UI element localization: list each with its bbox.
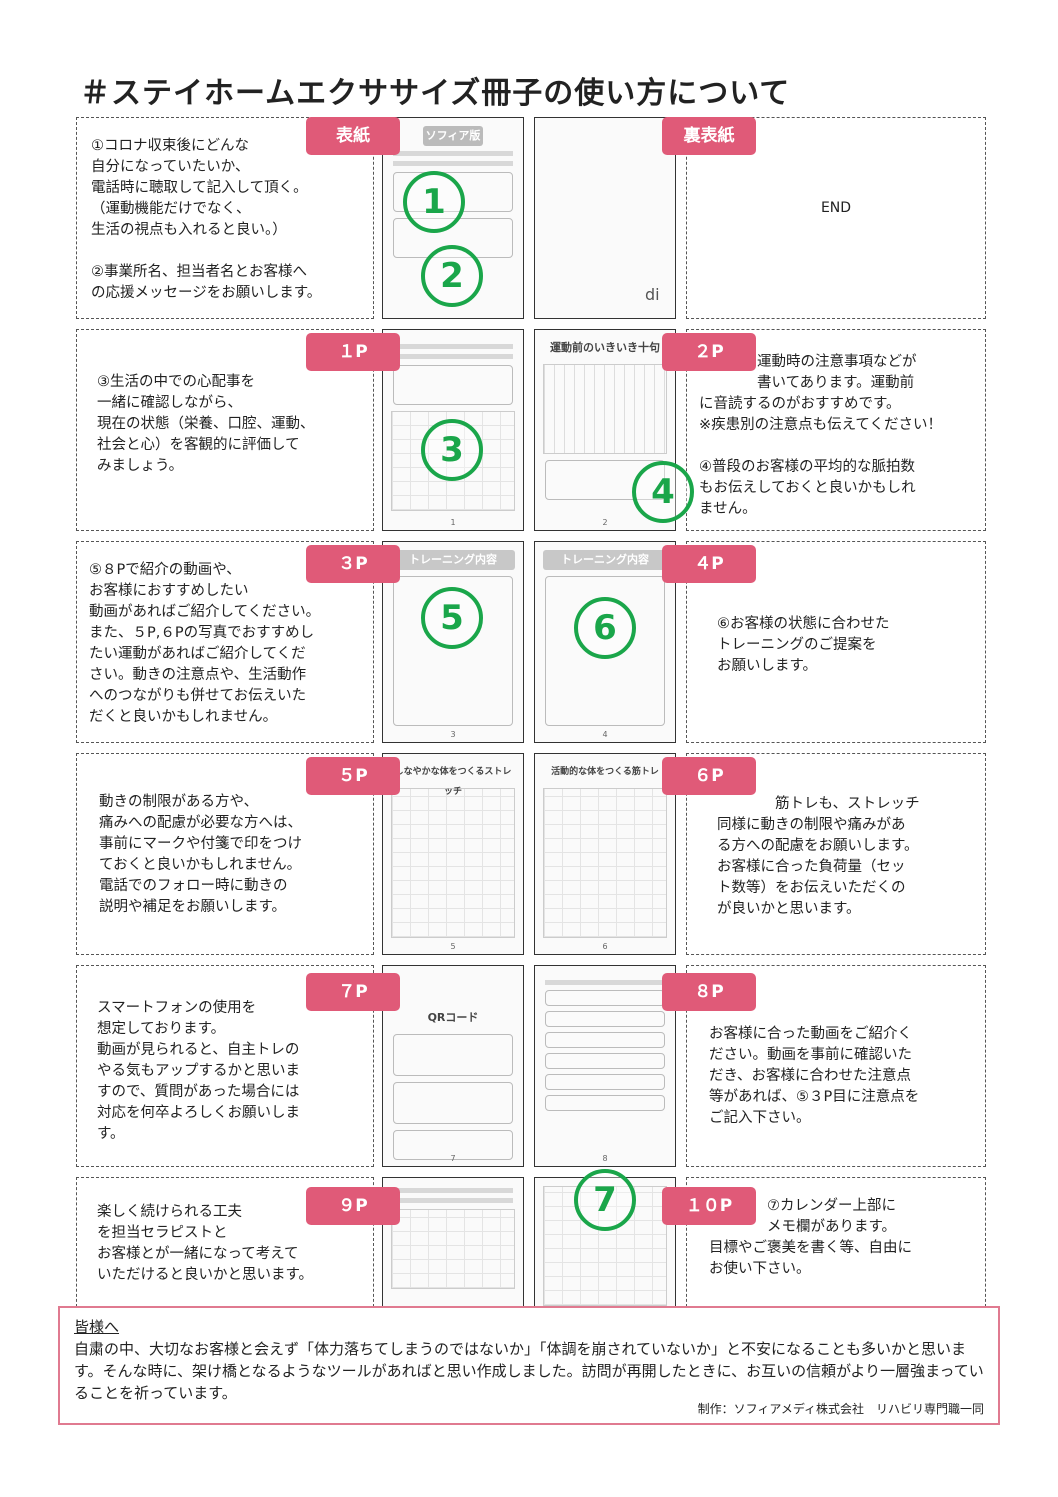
left-note-cell: スマートフォンの使用を 想定しております。 動画が見られると、自主トレの やる気… (76, 965, 374, 1167)
page-header: トレーニング内容 (391, 550, 515, 570)
left-note-cell: 動きの制限がある方や、 痛みへの配慮が必要な方へは、 事前にマークや付箋で印をつ… (76, 753, 374, 955)
right-note-cell: 筋トレも、ストレッチ 同様に動きの制限や痛みがあ る方への配慮をお願いします。 … (686, 753, 986, 955)
page-5-thumb: しなやかな体をつくるストレッチ 5 (382, 753, 524, 955)
page-header: 活動的な体をつくる筋トレ (551, 767, 659, 777)
left-note-cell: ③生活の中での心配事を 一緒に確認しながら、 現在の状態（栄養、口腔、運動、 社… (76, 329, 374, 531)
right-note: 筋トレも、ストレッチ 同様に動きの制限や痛みがあ る方への配慮をお願いします。 … (717, 796, 920, 917)
right-note-cell: END (686, 117, 986, 319)
number-circle: 7 (574, 1169, 636, 1231)
right-note: END (820, 200, 852, 216)
left-note-cell: 楽しく続けられる工夫 を担当セラピストと お客様とが一緒になって考えて いただけ… (76, 1177, 374, 1307)
right-note-cell: ⑦カレンダー上部に メモ欄があります。 目標やご褒美を書く等、自由に お使い下さ… (686, 1177, 986, 1307)
row-1p-2p: ③生活の中での心配事を 一緒に確認しながら、 現在の状態（栄養、口腔、運動、 社… (76, 329, 986, 531)
right-note-cell: 運動時の注意事項などが 書いてあります。運動前 に音読するのがおすすめです。 ※… (686, 329, 986, 531)
number-circle: 2 (421, 245, 483, 307)
row-9p-10p: 楽しく続けられる工夫 を担当セラピストと お客様とが一緒になって考えて いただけ… (76, 1169, 986, 1307)
left-note: ①コロナ収束後にどんな 自分になっていたいか、 電話時に聴取して記入して頂く。 … (91, 138, 322, 301)
badge-left: 表紙 (306, 117, 400, 155)
page-1-thumb: 1 (382, 329, 524, 531)
badge-right: １０P (662, 1187, 756, 1225)
badge-right: ８P (662, 973, 756, 1011)
page-6-thumb: 活動的な体をつくる筋トレ 6 (534, 753, 676, 955)
number-circle: 3 (421, 419, 483, 481)
page-header: しなやかな体をつくるストレッチ (394, 767, 512, 797)
right-note: お客様に合った動画をご紹介く ださい。動画を事前に確認いた だき、お客様に合わせ… (709, 1026, 920, 1126)
badge-left: ９P (306, 1187, 400, 1225)
page-7-thumb: QRコード 7 (382, 965, 524, 1167)
left-note: スマートフォンの使用を 想定しております。 動画が見られると、自主トレの やる気… (97, 1000, 300, 1142)
badge-right: ６P (662, 757, 756, 795)
left-note: ③生活の中での心配事を 一緒に確認しながら、 現在の状態（栄養、口腔、運動、 社… (97, 374, 315, 474)
badge-left: ７P (306, 973, 400, 1011)
left-note-cell: ⑤８Pで紹介の動画や、 お客様におすすめしたい 動画があればご紹介してください。… (76, 541, 374, 743)
number-circle: 4 (632, 461, 694, 523)
page-header: ソフィア版 (423, 126, 483, 146)
row-5p-6p: 動きの制限がある方や、 痛みへの配慮が必要な方へは、 事前にマークや付箋で印をつ… (76, 753, 986, 955)
badge-right: ４P (662, 545, 756, 583)
row-3p-4p: ⑤８Pで紹介の動画や、 お客様におすすめしたい 動画があればご紹介してください。… (76, 541, 986, 743)
left-note-cell: ①コロナ収束後にどんな 自分になっていたいか、 電話時に聴取して記入して頂く。 … (76, 117, 374, 319)
left-note: ⑤８Pで紹介の動画や、 お客様におすすめしたい 動画があればご紹介してください。… (89, 562, 321, 725)
row-cover: ①コロナ収束後にどんな 自分になっていたいか、 電話時に聴取して記入して頂く。 … (76, 117, 986, 319)
badge-left: １P (306, 333, 400, 371)
number-circle: 1 (403, 171, 465, 233)
right-note: 運動時の注意事項などが 書いてあります。運動前 に音読するのがおすすめです。 ※… (699, 354, 942, 517)
message-heading: 皆様へ (74, 1318, 120, 1336)
left-note: 動きの制限がある方や、 痛みへの配慮が必要な方へは、 事前にマークや付箋で印をつ… (99, 794, 302, 915)
message-body: 自粛の中、大切なお客様と会えず「体力落ちてしまうのではないか」「体調を崩されてい… (74, 1340, 984, 1402)
message-box: 皆様へ 自粛の中、大切なお客様と会えず「体力落ちてしまうのではないか」「体調を崩… (58, 1306, 1000, 1425)
badge-left: ５P (306, 757, 400, 795)
right-note: ⑥お客様の状態に合わせた トレーニングのご提案を お願いします。 (717, 616, 890, 674)
left-note: 楽しく続けられる工夫 を担当セラピストと お客様とが一緒になって考えて いただけ… (97, 1204, 314, 1283)
right-note-cell: お客様に合った動画をご紹介く ださい。動画を事前に確認いた だき、お客様に合わせ… (686, 965, 986, 1167)
right-note-cell: ⑥お客様の状態に合わせた トレーニングのご提案を お願いします。 (686, 541, 986, 743)
row-7p-8p: スマートフォンの使用を 想定しております。 動画が見られると、自主トレの やる気… (76, 965, 986, 1167)
page-9-thumb (382, 1177, 524, 1307)
badge-right: 裏表紙 (662, 117, 756, 155)
badge-left: ３P (306, 545, 400, 583)
page-header: トレーニング内容 (543, 550, 667, 570)
credit: 制作：ソフィアメディ株式会社 リハビリ専門職一同 (697, 1402, 984, 1416)
right-note: ⑦カレンダー上部に メモ欄があります。 目標やご褒美を書く等、自由に お使い下さ… (709, 1198, 912, 1277)
back-cover-page-thumb: di (534, 117, 676, 319)
badge-right: ２P (662, 333, 756, 371)
number-circle: 5 (421, 587, 483, 649)
page-8-thumb: 8 (534, 965, 676, 1167)
page-header: QRコード (427, 1011, 479, 1024)
number-circle: 6 (574, 597, 636, 659)
page-header: 運動前のいきいき十句 (550, 341, 660, 354)
page-title: ＃ステイホームエクササイズ冊子の使い方について (80, 76, 791, 111)
